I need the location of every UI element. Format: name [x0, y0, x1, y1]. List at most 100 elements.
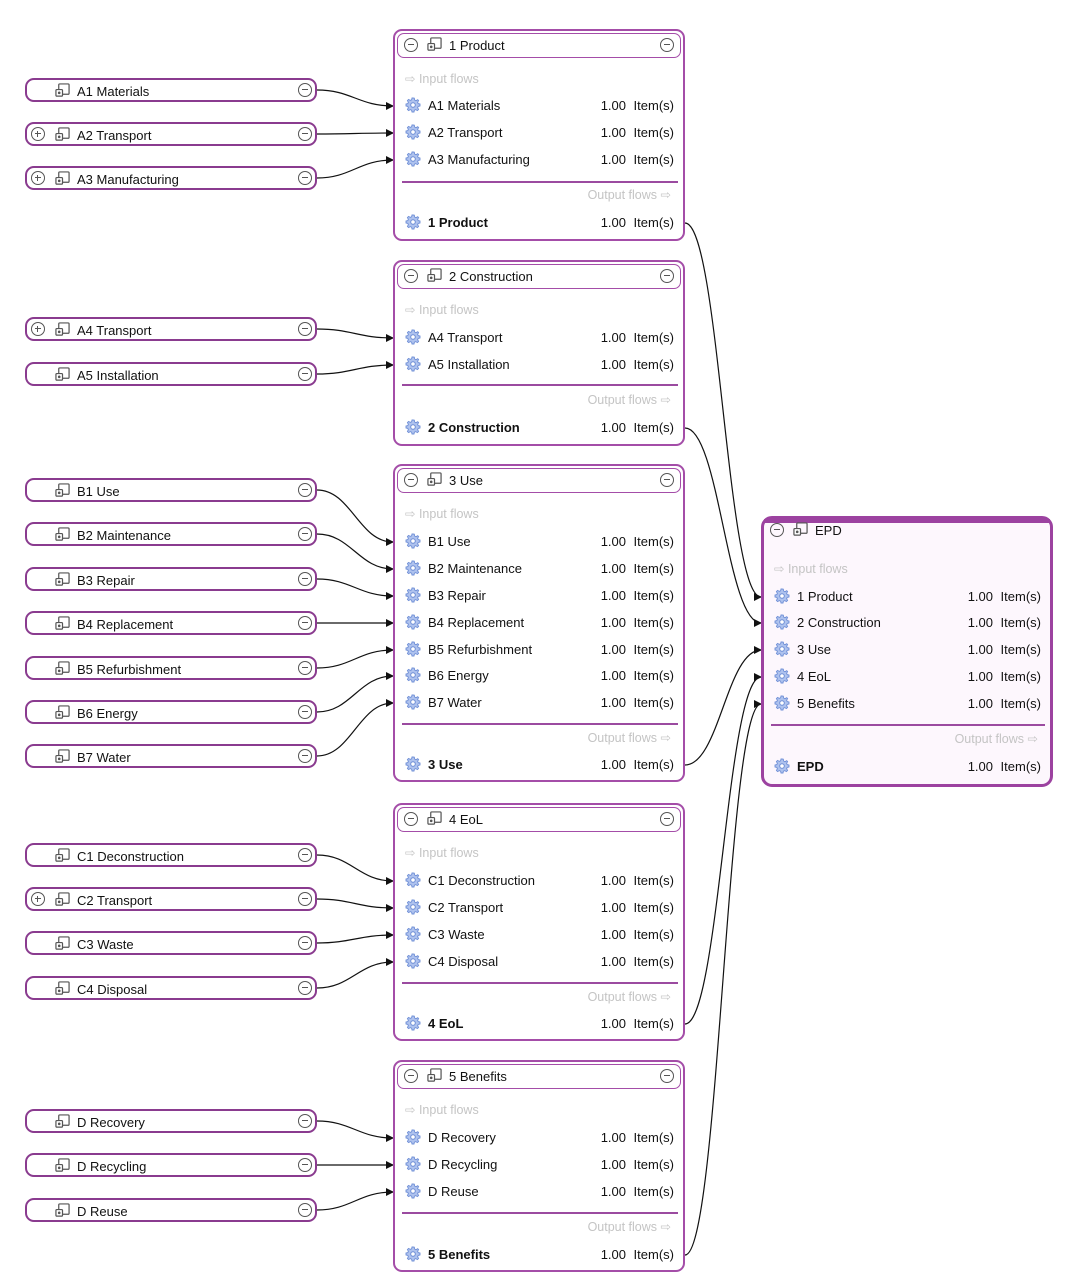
collapse-icon[interactable]: [770, 523, 784, 537]
process-node-header[interactable]: 1 Product: [397, 33, 681, 58]
collapse-icon[interactable]: [404, 1069, 418, 1083]
minimize-icon[interactable]: [660, 269, 674, 283]
collapse-icon[interactable]: [298, 83, 312, 97]
source-node-b6-energy[interactable]: B6 Energy: [25, 700, 317, 724]
collapse-icon[interactable]: [298, 981, 312, 995]
expand-icon[interactable]: [31, 322, 45, 336]
collapse-icon[interactable]: [404, 473, 418, 487]
source-node-b4-replacement[interactable]: B4 Replacement: [25, 611, 317, 635]
collapse-icon[interactable]: [298, 322, 312, 336]
process-node-header[interactable]: EPD: [764, 519, 1050, 538]
expand-icon[interactable]: [31, 171, 45, 185]
source-node-b2-maintenance[interactable]: B2 Maintenance: [25, 522, 317, 546]
collapse-icon[interactable]: [298, 1158, 312, 1172]
source-node-c4-disposal[interactable]: C4 Disposal: [25, 976, 317, 1000]
source-node-c2-transport[interactable]: C2 Transport: [25, 887, 317, 911]
expand-icon[interactable]: [31, 892, 45, 906]
process-icon: [55, 1158, 70, 1173]
source-node-a3-manufacturing[interactable]: A3 Manufacturing: [25, 166, 317, 190]
source-node-b7-water[interactable]: B7 Water: [25, 744, 317, 768]
collapse-icon[interactable]: [298, 1203, 312, 1217]
source-node-b1-use[interactable]: B1 Use: [25, 478, 317, 502]
source-node-c1-deconstruction[interactable]: C1 Deconstruction: [25, 843, 317, 867]
source-node-a4-transport[interactable]: A4 Transport: [25, 317, 317, 341]
collapse-icon[interactable]: [298, 1114, 312, 1128]
collapse-icon[interactable]: [404, 812, 418, 826]
collapse-icon[interactable]: [298, 616, 312, 630]
collapse-icon[interactable]: [298, 572, 312, 586]
input-flows-label: ⇨ Input flows: [774, 562, 848, 576]
process-icon: [55, 83, 70, 98]
source-node-d-reuse[interactable]: D Reuse: [25, 1198, 317, 1222]
collapse-icon[interactable]: [298, 367, 312, 381]
source-node-a5-installation[interactable]: A5 Installation: [25, 362, 317, 386]
expand-icon[interactable]: [31, 127, 45, 141]
process-node-2-construction[interactable]: 2 Construction ⇨ Input flows A4 Transpor…: [393, 260, 685, 446]
source-node-a2-transport[interactable]: A2 Transport: [25, 122, 317, 146]
collapse-icon[interactable]: [298, 705, 312, 719]
minimize-icon[interactable]: [660, 812, 674, 826]
collapse-icon[interactable]: [404, 269, 418, 283]
process-node-header[interactable]: 2 Construction: [397, 264, 681, 289]
minimize-icon[interactable]: [660, 38, 674, 52]
collapse-icon[interactable]: [298, 483, 312, 497]
process-icon: [55, 661, 70, 676]
collapse-icon[interactable]: [298, 127, 312, 141]
collapse-icon[interactable]: [298, 171, 312, 185]
source-node-b3-repair[interactable]: B3 Repair: [25, 567, 317, 591]
collapse-icon[interactable]: [298, 527, 312, 541]
source-node-d-recycling[interactable]: D Recycling: [25, 1153, 317, 1177]
collapse-icon[interactable]: [298, 892, 312, 906]
minimize-icon[interactable]: [660, 1069, 674, 1083]
collapse-icon[interactable]: [404, 38, 418, 52]
source-node-a1-materials[interactable]: A1 Materials: [25, 78, 317, 102]
process-node-header[interactable]: 4 EoL: [397, 807, 681, 832]
source-node-b5-refurbishment[interactable]: B5 Refurbishment: [25, 656, 317, 680]
process-node-header[interactable]: 5 Benefits: [397, 1064, 681, 1089]
process-node-header[interactable]: 3 Use: [397, 468, 681, 493]
source-node-c3-waste[interactable]: C3 Waste: [25, 931, 317, 955]
collapse-icon[interactable]: [298, 936, 312, 950]
collapse-icon[interactable]: [298, 848, 312, 862]
source-node-d-recovery[interactable]: D Recovery: [25, 1109, 317, 1133]
collapse-icon[interactable]: [298, 661, 312, 675]
input-flows-label: ⇨ Input flows: [405, 303, 479, 317]
collapse-icon[interactable]: [298, 749, 312, 763]
minimize-icon[interactable]: [660, 473, 674, 487]
